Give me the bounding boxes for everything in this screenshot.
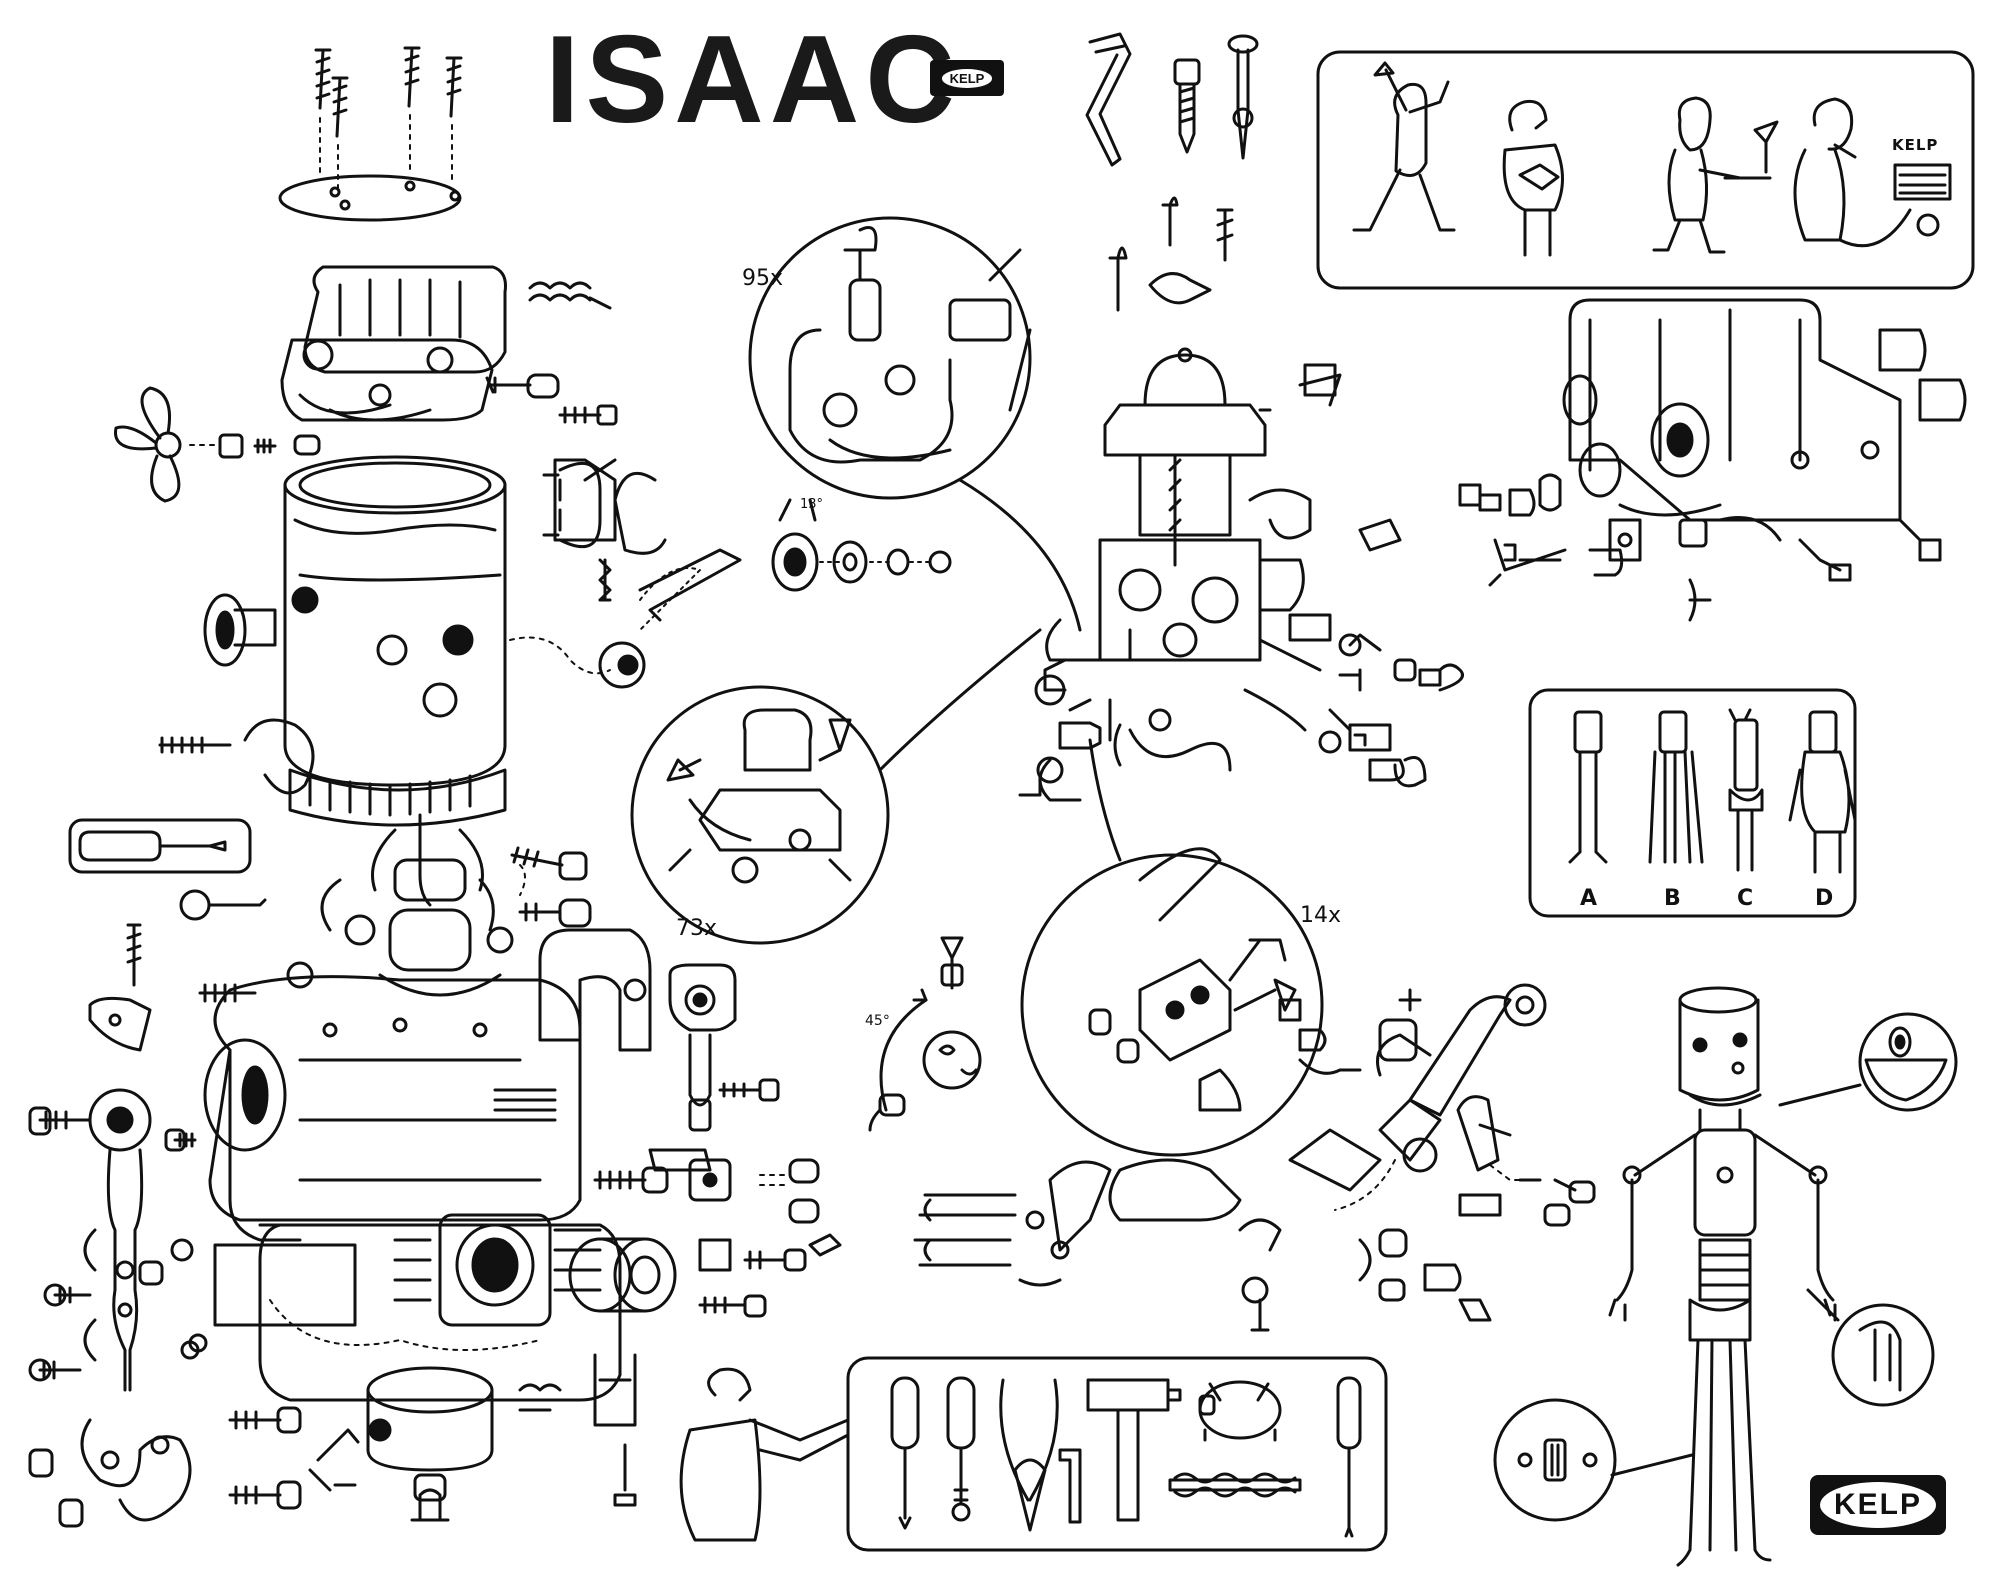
angle-label: 45° <box>865 1013 890 1029</box>
eyeball-icon <box>598 641 646 689</box>
screw-icon <box>1173 58 1201 154</box>
pin-icon <box>1227 34 1259 160</box>
variant-label-c: C <box>1737 886 1753 911</box>
nail-icon <box>314 46 463 138</box>
variant-a <box>1568 710 1608 864</box>
card-brand-label: KELP <box>1892 136 1938 154</box>
kelp-card-icon <box>1893 163 1952 237</box>
robot-torso <box>203 813 677 1402</box>
key-icon <box>946 1376 976 1522</box>
rotation-indicator <box>868 936 982 1132</box>
robot-right-arm <box>913 983 1596 1332</box>
hammer-icon <box>1086 1378 1182 1522</box>
tool-panel <box>679 1356 1388 1552</box>
count-label-top: 95x <box>742 266 783 291</box>
count-label-right: 14x <box>1300 903 1341 928</box>
eye-icon <box>203 593 277 667</box>
bushing-row: 13° <box>542 458 952 631</box>
brand-logo: KELP <box>1810 1475 1946 1535</box>
small-angle-label: 13° <box>800 497 823 512</box>
detail-circle-right <box>1020 738 1324 1157</box>
variant-label-d: D <box>1815 886 1833 911</box>
awl-icon <box>1336 1376 1362 1538</box>
allen-key-icon <box>1058 1448 1082 1524</box>
phone-man-icon <box>1793 97 1912 248</box>
pliers-icon <box>999 1378 1059 1532</box>
assembled-robot <box>1493 986 1958 1567</box>
joint-assembly <box>1018 196 1464 802</box>
variant-d <box>1788 710 1857 874</box>
nails-and-plate <box>278 46 463 222</box>
screwdriver-icon <box>890 1376 920 1530</box>
waiter-icon <box>1652 96 1779 254</box>
robot-tank-body <box>158 455 646 827</box>
variant-b <box>1648 710 1704 864</box>
pointing-man-icon <box>679 1367 850 1542</box>
brand-logo-text: KELP <box>1819 1482 1936 1528</box>
detail-circle-left <box>630 628 1042 945</box>
engine-block <box>1458 298 1967 622</box>
count-label-left: 73x <box>676 916 717 941</box>
page-title: ISAAC <box>545 11 961 149</box>
brand-logo-small: KELP <box>930 60 1004 96</box>
crank-icon <box>1085 32 1132 167</box>
robot-head-assembly <box>114 265 618 503</box>
pig-icon <box>1198 1380 1282 1442</box>
character-panel: KELP <box>1316 50 1975 290</box>
small-hardware-left <box>88 864 526 1052</box>
detail-circle-top <box>748 216 1082 632</box>
column-hardware <box>648 963 842 1318</box>
fan-icon <box>114 386 182 503</box>
robot-left-arm <box>28 1088 302 1528</box>
axe-man-icon <box>1352 61 1456 232</box>
variant-c <box>1728 708 1764 872</box>
reading-man-icon <box>1502 99 1564 257</box>
screwdriver-panel <box>68 818 252 874</box>
drill-bit-icon <box>1168 1472 1302 1498</box>
brand-logo-small-text: KELP <box>941 68 993 88</box>
variant-label-b: B <box>1664 886 1681 911</box>
variant-label-a: A <box>1580 886 1597 911</box>
leg-variants-panel <box>1528 688 1857 918</box>
base-ring <box>308 1353 637 1522</box>
